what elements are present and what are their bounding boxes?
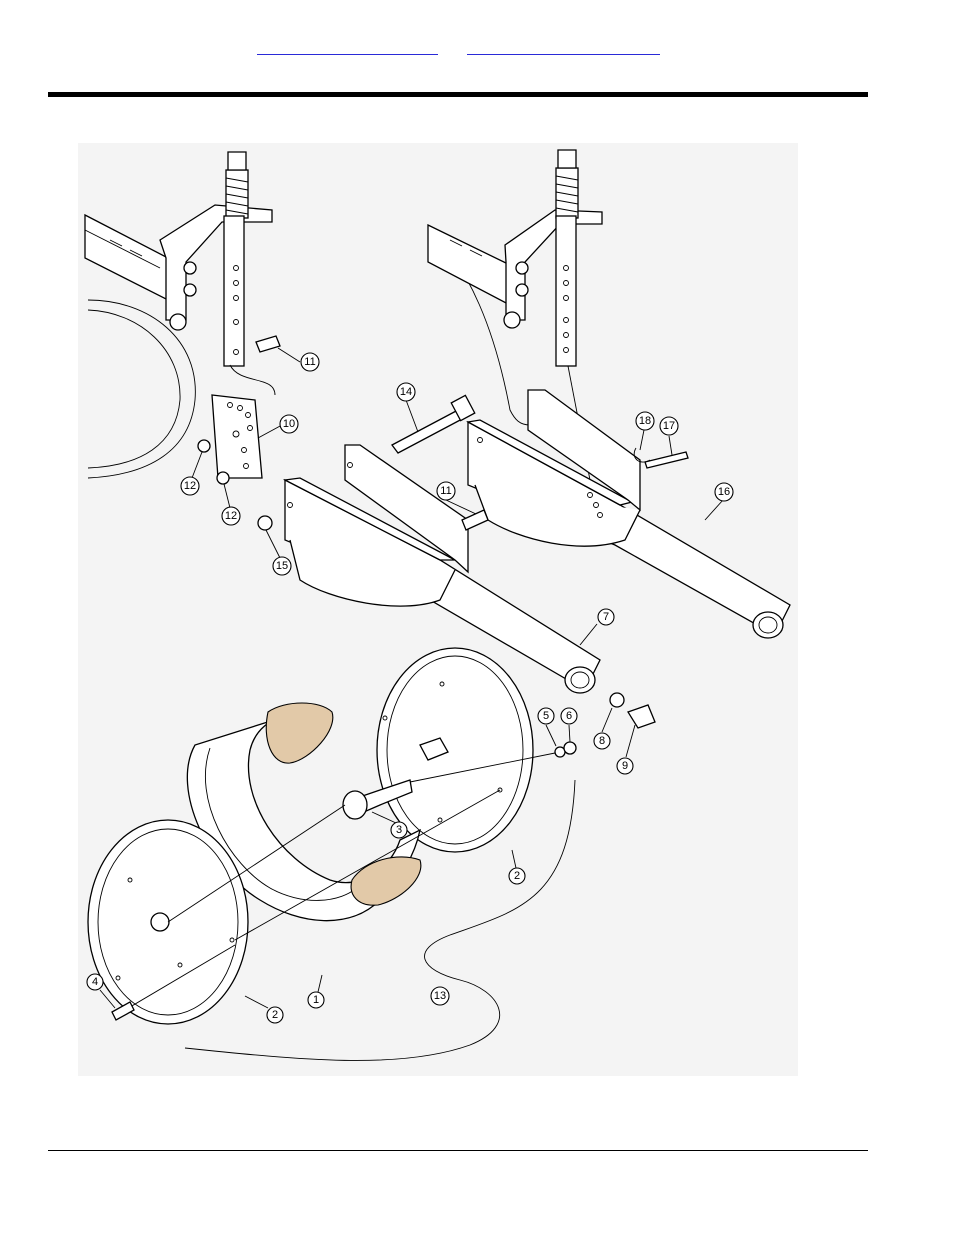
callout-6: 6 [561, 708, 577, 724]
callout-12-right: 12 [222, 507, 240, 525]
callout-17: 17 [660, 417, 678, 435]
clip-18 [634, 448, 650, 462]
svg-text:8: 8 [599, 735, 605, 747]
svg-text:12: 12 [225, 510, 237, 522]
callout-4: 4 [87, 974, 103, 990]
svg-text:16: 16 [718, 486, 730, 498]
svg-text:14: 14 [400, 386, 412, 398]
callout-2-rear: 2 [509, 868, 525, 884]
long-bolt [392, 395, 475, 453]
callout-14: 14 [397, 383, 415, 401]
callout-9: 9 [617, 758, 633, 774]
pin-17 [645, 452, 688, 468]
svg-text:15: 15 [276, 560, 288, 572]
svg-text:2: 2 [514, 870, 520, 882]
svg-text:7: 7 [603, 611, 609, 623]
callout-13: 13 [431, 987, 449, 1005]
svg-text:11: 11 [440, 485, 451, 497]
callout-11-lower: 11 [437, 482, 455, 500]
svg-text:5: 5 [543, 710, 549, 722]
svg-text:13: 13 [434, 990, 446, 1002]
gauge-arm-right [468, 390, 790, 638]
callout-3: 3 [391, 822, 407, 838]
callout-2-front: 2 [267, 1007, 283, 1023]
svg-text:6: 6 [566, 710, 572, 722]
callout-1: 1 [308, 992, 324, 1008]
svg-text:1: 1 [313, 994, 319, 1006]
bottom-rule [48, 1150, 868, 1151]
svg-text:10: 10 [283, 418, 295, 430]
callout-12-left: 12 [181, 477, 199, 495]
svg-text:18: 18 [639, 415, 651, 427]
callout-15: 15 [273, 557, 291, 575]
wheel-assembly [88, 648, 655, 1024]
svg-text:17: 17 [663, 420, 675, 432]
callout-18: 18 [636, 412, 654, 430]
callout-8: 8 [594, 733, 610, 749]
bolt-11-lower [462, 510, 488, 530]
callout-10: 10 [280, 415, 298, 433]
svg-text:3: 3 [396, 824, 402, 836]
svg-text:2: 2 [272, 1009, 278, 1021]
svg-text:11: 11 [304, 356, 315, 368]
svg-text:9: 9 [622, 760, 628, 772]
callout-11-upper: 11 [301, 353, 319, 371]
svg-text:12: 12 [184, 480, 196, 492]
svg-text:4: 4 [92, 976, 98, 988]
callout-16: 16 [715, 483, 733, 501]
callout-7: 7 [598, 609, 614, 625]
callout-5: 5 [538, 708, 554, 724]
